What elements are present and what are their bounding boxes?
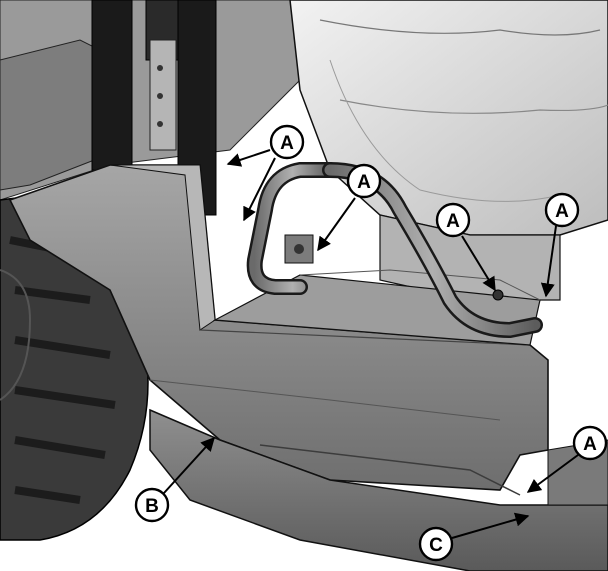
callout-c-label: C bbox=[429, 535, 443, 556]
seat bbox=[289, 0, 608, 301]
callout-b: B bbox=[134, 436, 215, 523]
callout-a1: A bbox=[226, 124, 305, 222]
callout-a2: A bbox=[317, 163, 382, 252]
callouts: A A A A A B C bbox=[134, 124, 608, 562]
callout-a3: A bbox=[435, 202, 496, 292]
callout-a5: A bbox=[526, 425, 608, 493]
side-body-panel bbox=[8, 164, 549, 491]
callout-a3-label: A bbox=[446, 211, 460, 232]
callout-a5-label: A bbox=[583, 434, 597, 455]
callout-b-label: B bbox=[145, 496, 159, 517]
callout-a4: A bbox=[540, 192, 580, 298]
callout-a2-label: A bbox=[357, 172, 371, 193]
callout-c: C bbox=[418, 512, 530, 562]
vertical-posts bbox=[91, 0, 217, 216]
callout-a4-label: A bbox=[555, 201, 569, 222]
callout-a1-label: A bbox=[280, 133, 294, 154]
